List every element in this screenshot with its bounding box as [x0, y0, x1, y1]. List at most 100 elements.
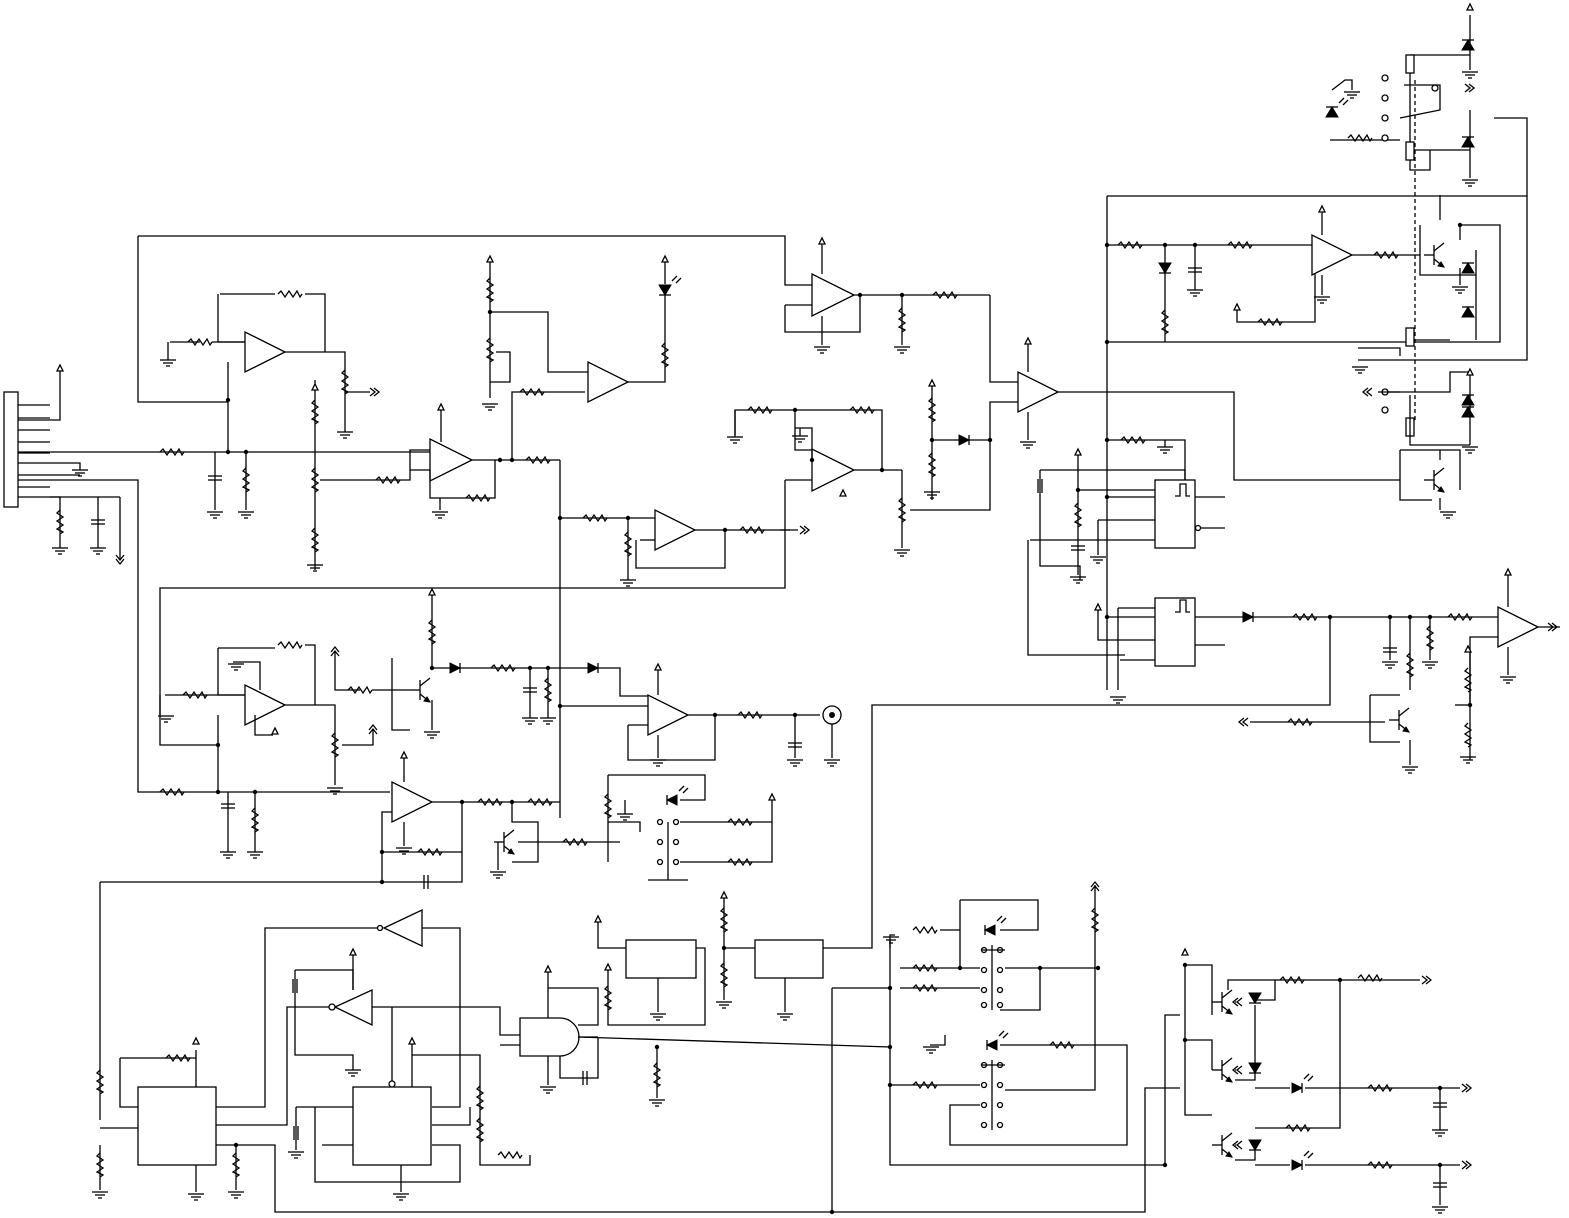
- output-arrow-icon: [1462, 1084, 1471, 1092]
- supply-arrow-icon: [655, 664, 661, 670]
- wire: [1410, 395, 1470, 445]
- wire: [910, 402, 1018, 510]
- wire: [598, 668, 648, 696]
- wire: [60, 463, 80, 470]
- wire: [512, 802, 538, 862]
- ground-icon: [650, 1014, 666, 1020]
- junction-dot: [713, 713, 717, 717]
- supply-arrow-icon: [438, 404, 444, 410]
- wire: [138, 236, 812, 285]
- wire: [795, 428, 812, 460]
- wire: [1343, 100, 1348, 105]
- bnc-pin: [829, 712, 835, 718]
- inverter-bubble: [329, 1004, 335, 1010]
- wire: [432, 1107, 470, 1125]
- relay-contact-icon: [1382, 135, 1388, 141]
- wire: [295, 970, 353, 990]
- ground-icon: [424, 732, 440, 738]
- wire: [890, 940, 1180, 1165]
- ground-icon: [1440, 512, 1456, 518]
- wire: [683, 788, 688, 793]
- clock-bubble: [389, 1081, 395, 1087]
- ground-icon: [1314, 297, 1330, 303]
- ground-icon: [432, 512, 448, 518]
- supply-arrow-icon: [193, 1038, 199, 1044]
- ground-icon: [327, 788, 343, 794]
- junction-dot: [810, 458, 814, 462]
- optocoupler-icon: [1212, 990, 1232, 1014]
- wire: [218, 294, 245, 342]
- transistor-icon: [1424, 243, 1444, 267]
- resistor-icon: [498, 1152, 522, 1158]
- wire: [679, 786, 684, 791]
- inverter-icon: [384, 910, 422, 946]
- wire: [676, 278, 681, 283]
- right-output-amp: [1498, 607, 1538, 647]
- ground-icon: [716, 1002, 732, 1008]
- supply-arrow-icon: [1319, 206, 1325, 212]
- supply-arrow-icon: [401, 752, 407, 758]
- optocoupler-icon: [1212, 1058, 1232, 1082]
- wire: [990, 295, 1018, 382]
- supply-arrow-icon: [545, 966, 551, 972]
- wire: [999, 1031, 1004, 1036]
- wire: [1001, 918, 1006, 923]
- diode-icon: [1292, 1160, 1302, 1170]
- wire: [578, 1037, 890, 1047]
- left-gain-amp: [245, 332, 285, 372]
- output-arrow-icon: [1462, 1161, 1471, 1169]
- output-buffer-amp: [648, 695, 688, 735]
- wire: [1400, 450, 1460, 490]
- supply-arrow-icon: [1182, 949, 1188, 955]
- ground-icon: [393, 1194, 409, 1200]
- wire: [342, 730, 373, 745]
- resistor-icon: [278, 642, 302, 648]
- wire: [1107, 225, 1500, 342]
- junction-dot: [216, 743, 220, 747]
- output-bubble: [1196, 526, 1201, 531]
- loop-amp: [812, 274, 854, 316]
- lower-gain-amp: [245, 685, 285, 725]
- wire: [1000, 968, 1040, 1010]
- wire: [1185, 965, 1212, 1015]
- diode-icon: [1462, 395, 1474, 405]
- resistor-icon: [913, 927, 937, 933]
- wire: [1304, 1074, 1309, 1079]
- supply-arrow-icon: [272, 728, 278, 734]
- supply-arrow-icon: [1025, 338, 1031, 344]
- wire: [1040, 470, 1185, 480]
- wire: [138, 236, 228, 402]
- supply-arrow-icon: [1505, 569, 1511, 575]
- junction-dot: [1458, 223, 1462, 227]
- junction-dot: [988, 438, 992, 442]
- wire: [960, 900, 1038, 930]
- junction-dot: [1096, 966, 1100, 970]
- output-arrow-icon: [370, 388, 379, 396]
- diode-icon: [588, 663, 598, 673]
- input-buffer-amp: [430, 439, 472, 481]
- wire: [1107, 440, 1185, 480]
- wire: [392, 658, 410, 730]
- junction-dot: [723, 528, 727, 532]
- wire: [1410, 15, 1470, 70]
- diode-icon: [1243, 612, 1253, 622]
- wire: [1370, 695, 1400, 742]
- supply-arrow-icon: [819, 238, 825, 244]
- flip-flop-icon: [353, 1087, 431, 1165]
- ground-icon: [238, 512, 254, 518]
- diode-icon: [987, 1040, 997, 1050]
- ground-icon: [727, 437, 743, 443]
- supply-arrow-icon: [429, 589, 435, 595]
- output-arrow-icon: [1422, 976, 1431, 984]
- supply-arrow-icon: [769, 794, 775, 800]
- relay-icon: [1406, 142, 1414, 160]
- wire: [930, 1035, 945, 1045]
- output-arrow-icon: [1239, 718, 1248, 726]
- relay-contact-icon: [1382, 75, 1388, 81]
- output-arrow-icon: [1465, 84, 1474, 92]
- wire: [1058, 392, 1400, 480]
- diode-icon: [450, 663, 460, 673]
- wire: [512, 392, 585, 460]
- ground-icon: [1460, 757, 1476, 763]
- wire: [1028, 540, 1125, 655]
